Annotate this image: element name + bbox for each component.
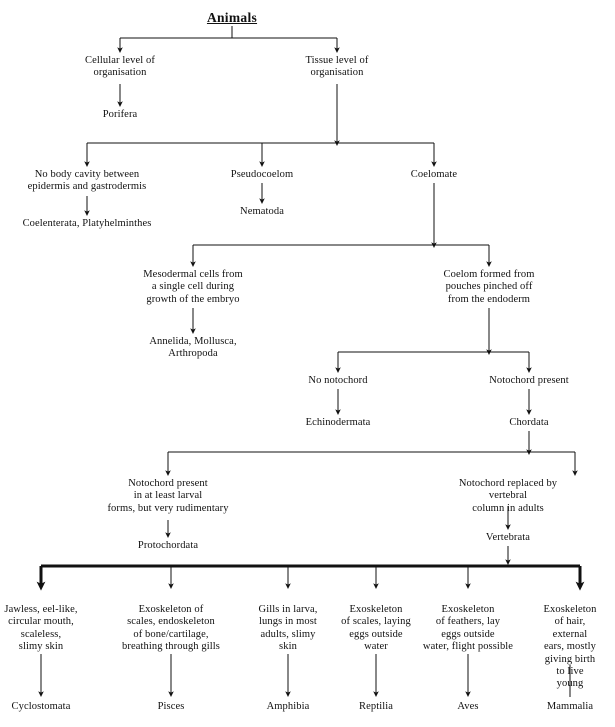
node-coelomate: Coelomate bbox=[410, 169, 458, 180]
node-coelom-pouches: Coelom formed from pouches pinched off f… bbox=[443, 269, 535, 305]
node-trait-amphibia: Gills in larva, lungs in most adults, sl… bbox=[258, 604, 318, 653]
node-mesodermal-cells: Mesodermal cells from a single cell duri… bbox=[143, 269, 243, 305]
node-notochord-present: Notochord present bbox=[489, 375, 569, 386]
node-mammalia: Mammalia bbox=[546, 701, 594, 712]
node-porifera: Porifera bbox=[102, 109, 138, 120]
node-vertebrata: Vertebrata bbox=[485, 532, 531, 543]
node-amphibia: Amphibia bbox=[266, 701, 310, 712]
node-chordata: Chordata bbox=[509, 417, 549, 428]
node-annelida-mollusca-arthropoda: Annelida, Mollusca, Arthropoda bbox=[149, 336, 237, 360]
node-cyclostomata: Cyclostomata bbox=[11, 701, 71, 712]
edge-group-vertebrate-branches bbox=[38, 546, 571, 697]
node-aves: Aves bbox=[457, 701, 479, 712]
node-animals: Animals bbox=[206, 10, 258, 25]
node-cellular-level: Cellular level of organisation bbox=[85, 55, 155, 79]
node-trait-cyclostomata: Jawless, eel-like, circular mouth, scale… bbox=[4, 604, 78, 653]
node-reptilia: Reptilia bbox=[358, 701, 394, 712]
node-no-body-cavity: No body cavity between epidermis and gas… bbox=[27, 169, 147, 193]
node-protochordata: Protochordata bbox=[137, 540, 199, 551]
node-notochord-replaced: Notochord replaced by vertebral column i… bbox=[458, 478, 558, 514]
edge-group-thick-vertebrate-bus bbox=[36, 564, 585, 591]
node-tissue-level: Tissue level of organisation bbox=[305, 55, 369, 79]
node-pseudocoelom: Pseudocoelom bbox=[230, 169, 294, 180]
node-trait-mammalia: Exoskeleton of hair, external ears, most… bbox=[543, 604, 597, 690]
node-trait-pisces: Exoskeleton of scales, endoskeleton of b… bbox=[122, 604, 220, 653]
node-notochord-larval: Notochord present in at least larval for… bbox=[107, 478, 229, 514]
edge-group-thin bbox=[84, 26, 578, 538]
node-echinodermata: Echinodermata bbox=[305, 417, 371, 428]
node-pisces: Pisces bbox=[157, 701, 185, 712]
node-coelenterata-platyhelminthes: Coelenterata, Platyhelminthes bbox=[22, 218, 152, 229]
node-nematoda: Nematoda bbox=[240, 206, 284, 217]
node-trait-aves: Exoskeleton of feathers, lay eggs outsid… bbox=[422, 604, 514, 653]
node-no-notochord: No notochord bbox=[308, 375, 368, 386]
node-trait-reptilia: Exoskeleton of scales, laying eggs outsi… bbox=[341, 604, 411, 653]
